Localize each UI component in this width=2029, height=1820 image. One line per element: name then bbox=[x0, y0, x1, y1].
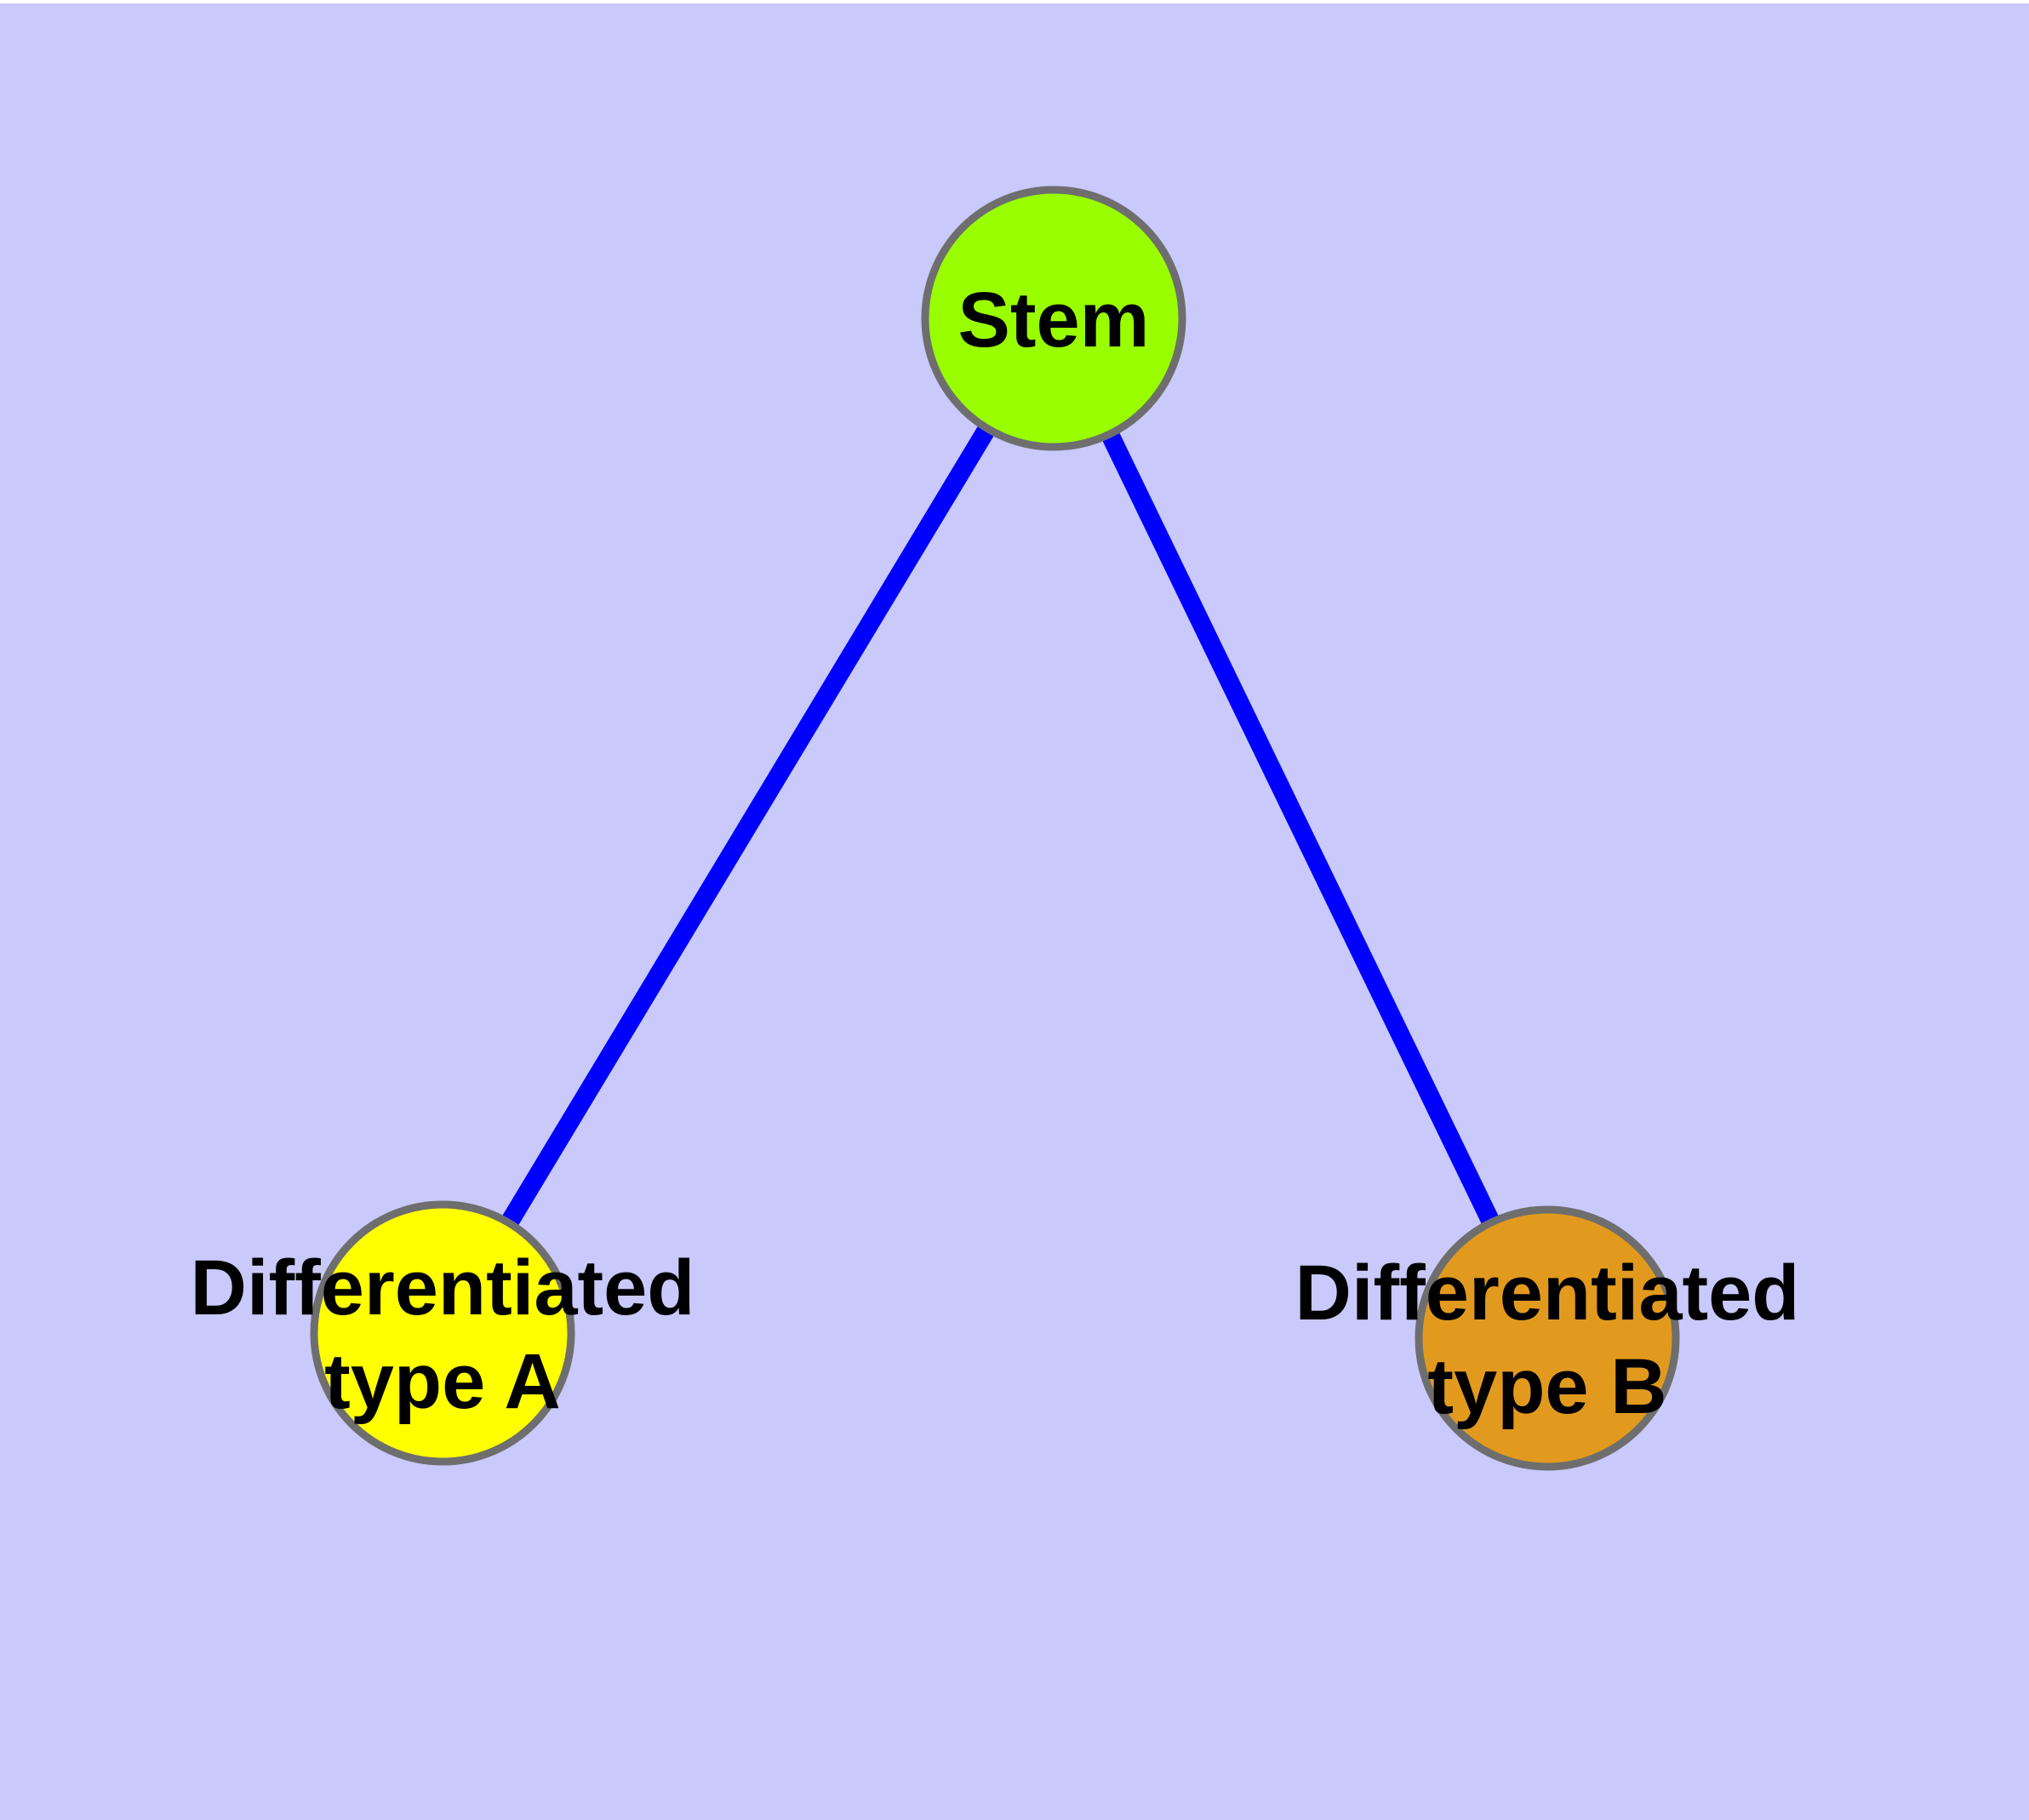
edge-stem-diff-a bbox=[434, 313, 1062, 1338]
node-stem bbox=[921, 186, 1186, 451]
node-diff-a bbox=[310, 1200, 575, 1466]
edge-stem-diff-b bbox=[1045, 314, 1556, 1342]
node-label-diff-b-line1: Differentiated bbox=[1295, 1250, 1800, 1336]
node-label-stem-line1: Stem bbox=[958, 277, 1150, 363]
node-label-diff-a-line1: Differentiated bbox=[191, 1245, 695, 1331]
nodes-layer bbox=[310, 186, 1680, 1471]
node-label-diff-b-line2: type B bbox=[1427, 1343, 1666, 1430]
node-label-diff-a-line2: type A bbox=[324, 1338, 561, 1425]
node-diff-b bbox=[1415, 1205, 1680, 1471]
edges-layer bbox=[434, 313, 1556, 1342]
